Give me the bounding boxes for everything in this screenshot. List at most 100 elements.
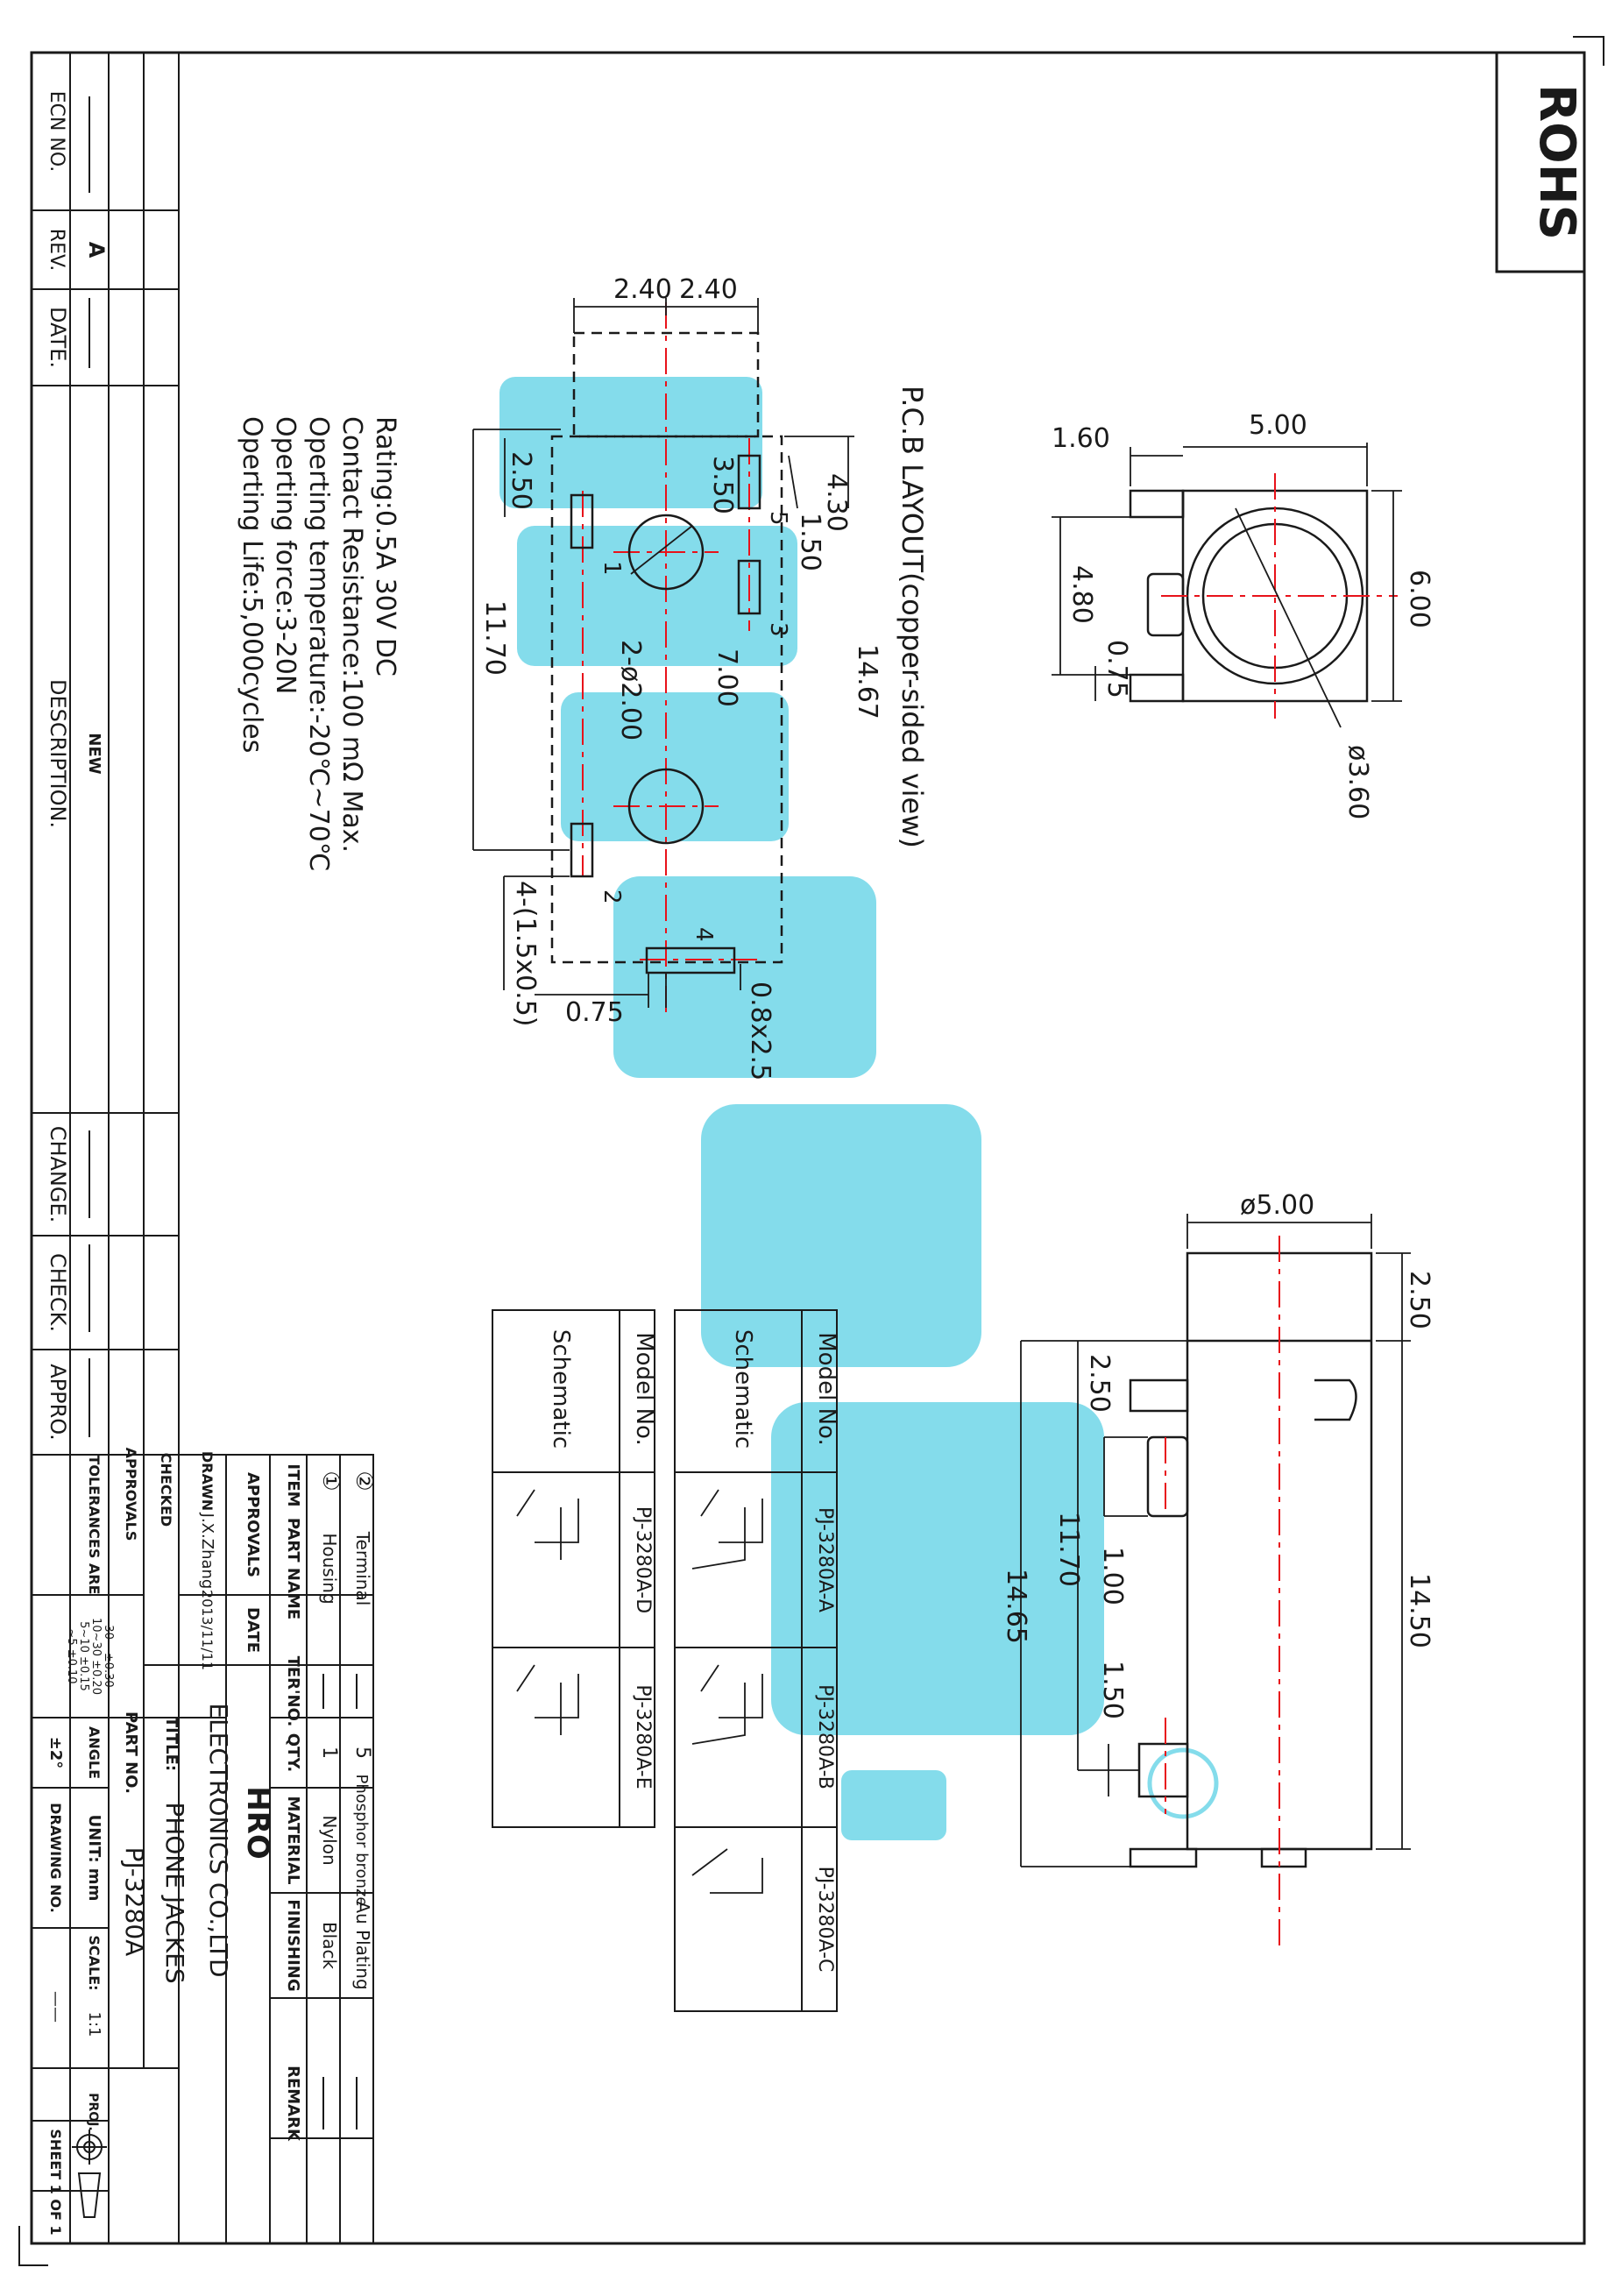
pcb-dim-250: 2.50: [506, 451, 536, 510]
side-dim-500: ø5.00: [1240, 1190, 1314, 1221]
company-logo: HRO: [240, 1786, 275, 1860]
drawing-no-label: DRAWING NO.: [47, 1803, 64, 1913]
front-dim-480: 4.80: [1066, 565, 1097, 624]
pcb-layout-title: P.C.B LAYOUT(copper-sided view): [896, 386, 929, 848]
side-dim-150: 1.50: [1097, 1661, 1128, 1719]
spec-line-4: Operting force:3-20N: [270, 416, 301, 694]
title-label: TITLE:: [162, 1717, 181, 1771]
checked-label: CHECKED: [158, 1453, 174, 1527]
pcb-dimension-lines: [472, 298, 854, 1008]
pcb-pad-4: [645, 946, 736, 974]
pcb-pin-2: 2: [599, 889, 625, 904]
bom-row2-no: ②: [351, 1470, 377, 1491]
date-header: DATE: [244, 1607, 262, 1653]
date-label: DATE.: [46, 307, 70, 368]
pcb-pad-5: [737, 454, 761, 510]
pcb-pin-3: 3: [765, 622, 791, 637]
bom-row2-part: Terminal: [352, 1531, 373, 1606]
bom-header-item: ITEM: [284, 1463, 302, 1506]
drawn-date: 2013/11/11: [199, 1590, 216, 1670]
front-dim-360: ø3.60: [1342, 745, 1373, 819]
bom-row1-no: ①: [317, 1470, 344, 1491]
rev-value: A: [84, 242, 109, 259]
pcb-dim-hole: 2-ø2.00: [615, 640, 646, 741]
pcb-dim-slot: 4-(1.5x0.5): [510, 881, 541, 1027]
bom-header-finishing: FINISHING: [284, 1899, 302, 1991]
angle-value: ±2°: [46, 1737, 65, 1769]
pcb-dim-430: 4.30: [821, 473, 852, 532]
projection-symbol-icon: [72, 2129, 107, 2218]
tol-row-4: ~5 ±0.10: [65, 1628, 78, 1683]
pcb-holes: [627, 514, 705, 845]
rev-label: REV.: [46, 229, 67, 271]
schematic-label-2: Schematic: [548, 1329, 574, 1449]
appro-label: APPRO.: [46, 1364, 70, 1441]
title-value: PHONE JACKES: [160, 1802, 189, 1983]
pcb-pads: [570, 454, 761, 974]
bom-header-part: PART NAME: [284, 1518, 302, 1619]
side-view-body: [1129, 1251, 1373, 1868]
front-view-dimension-lines: [1052, 443, 1402, 728]
title-block-grid: [31, 1454, 374, 2244]
side-dim-100: 1.00: [1097, 1547, 1128, 1605]
check-label: CHECK.: [46, 1253, 70, 1332]
bom-row2-material: Phosphor bronze: [352, 1775, 371, 1907]
front-dim-075: 0.75: [1101, 640, 1132, 698]
pcb-centerlines: [582, 302, 762, 1017]
pcb-pad-3: [737, 559, 761, 615]
side-dim-1450: 14.50: [1404, 1573, 1434, 1648]
pcb-dim-350: 3.50: [707, 456, 738, 514]
spec-line-1: Rating:0.5A 30V DC: [370, 416, 400, 677]
corner-mark-top: [1573, 36, 1604, 66]
front-view-centerlines: [1161, 473, 1398, 719]
description-label: DESCRIPTION.: [46, 679, 70, 828]
watermark-logo: [499, 377, 1219, 1840]
side-dim-250b: 2.50: [1084, 1354, 1115, 1413]
pcb-hole-1: [627, 514, 705, 591]
bom-row1-finishing: Black: [319, 1922, 340, 1970]
bom-row1-part: Housing: [319, 1533, 340, 1604]
spec-line-3: Operting temperature:-20℃~70℃: [303, 416, 334, 872]
model-a: PJ-3280A-A: [814, 1507, 836, 1612]
pcb-outline: [550, 331, 783, 964]
sheet-border: [30, 51, 1586, 2245]
model-b: PJ-3280A-B: [814, 1684, 836, 1789]
pcb-dim-08x25: 0.8x2.5: [745, 981, 776, 1081]
bom-header-remark: REMARK: [284, 2066, 302, 2142]
pcb-dim-700: 7.00: [712, 648, 742, 707]
pcb-dim-075: 0.75: [565, 997, 624, 1028]
front-dim-600: 6.00: [1404, 570, 1434, 628]
proj-label: PROJ.: [86, 2093, 100, 2130]
schematic-label-1: Schematic: [730, 1329, 756, 1449]
approvals-label: APPROVALS: [123, 1448, 139, 1541]
description-value: NEW: [85, 733, 103, 774]
model-d: PJ-3280A-D: [632, 1506, 654, 1613]
schematic-symbols: [516, 1489, 763, 1894]
pcb-pin-4: 4: [691, 927, 717, 942]
side-view-dimension-lines: [1020, 1214, 1411, 1867]
bom-header-material: MATERIAL: [284, 1796, 302, 1885]
bom-header-qty: QTY.: [284, 1733, 302, 1772]
part-no-label: PART NO.: [122, 1711, 140, 1794]
company-name: ELECTRONICS CO.,LTD: [204, 1703, 233, 1977]
corner-mark-bottom: [18, 2226, 48, 2266]
sheet-label: SHEET 1 OF 1: [47, 2129, 64, 2235]
pcb-dim-1170: 11.70: [479, 600, 510, 676]
bom-row2-finishing: Au Plating: [352, 1901, 373, 1989]
pcb-dim-150: 1.50: [795, 513, 825, 571]
pcb-pad-1: [570, 493, 594, 549]
bom-row1-qty: 1: [318, 1747, 340, 1759]
approvals-header: APPROVALS: [244, 1472, 262, 1577]
part-no-value: PJ-3280A: [120, 1847, 149, 1957]
drawn-by: J.X.Zhang: [198, 1513, 216, 1590]
scale-label: SCALE:: [86, 1935, 103, 1990]
side-dim-1170: 11.70: [1053, 1512, 1084, 1587]
pcb-pin-1: 1: [599, 561, 625, 576]
tol-row-2: 10~30 ±0.20: [89, 1618, 103, 1695]
tolerances-label: TOLERANCES ARE: [86, 1455, 103, 1594]
bom-header-ter: TER'NO.: [284, 1656, 302, 1727]
pcb-dim-1467: 14.67: [852, 644, 882, 719]
model-header-1: Model No.: [813, 1332, 839, 1446]
revision-block: [32, 53, 180, 1456]
